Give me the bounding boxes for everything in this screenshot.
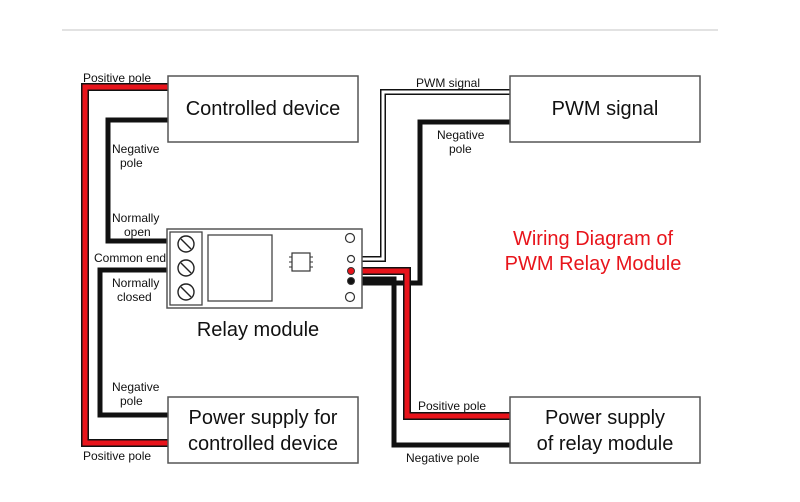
label-normally-closed-1: Normally <box>112 276 159 290</box>
label-negative-pole-pwm-1: Negative <box>437 128 485 142</box>
label-normally-closed-2: closed <box>117 290 152 304</box>
wire-signal <box>357 89 510 262</box>
wire-negative-relay <box>357 276 510 448</box>
box-power-relay-line2: of relay module <box>537 433 674 455</box>
chip-icon <box>289 252 313 272</box>
label-negative-pole-relay: Negative pole <box>406 451 480 465</box>
wire-positive-left <box>81 83 168 447</box>
box-power-controlled-device: Power supply for controlled device <box>167 396 359 464</box>
screw-terminal-bottom <box>177 283 195 301</box>
mounting-hole-bottom <box>344 291 356 303</box>
label-normally-open-1: Normally <box>112 211 159 225</box>
label-negative-pole-bottom-2: pole <box>120 394 143 408</box>
diagram-title-line2: PWM Relay Module <box>505 253 682 275</box>
relay-component <box>207 234 273 302</box>
relay-module-label: Relay module <box>197 319 319 341</box>
wire-positive-relay <box>357 267 510 420</box>
box-power-relay-line1: Power supply <box>545 407 665 429</box>
label-positive-pole-relay: Positive pole <box>418 399 486 413</box>
label-negative-pole-top-1: Negative <box>112 142 160 156</box>
wire-negative-pwm <box>357 119 510 286</box>
pin-negative <box>347 277 355 285</box>
label-negative-pole-bottom-1: Negative <box>112 380 160 394</box>
label-pwm-signal-wire: PWM signal <box>416 76 480 90</box>
screw-terminal-middle <box>177 259 195 277</box>
box-controlled-device-text: Controlled device <box>186 98 341 120</box>
label-common-end: Common end <box>94 251 166 265</box>
wire-negative-top-left <box>105 117 172 244</box>
box-pwm-signal-text: PWM signal <box>552 98 659 120</box>
relay-module-board <box>166 228 363 309</box>
wire-negative-bottom-left <box>97 267 172 418</box>
diagram-title-line1: Wiring Diagram of <box>513 228 673 250</box>
mounting-hole-top <box>344 232 356 244</box>
label-negative-pole-pwm-2: pole <box>449 142 472 156</box>
box-power-controlled-line1: Power supply for <box>189 407 338 429</box>
label-positive-pole-top: Positive pole <box>83 71 151 85</box>
pin-positive <box>347 267 355 275</box>
box-power-controlled-line2: controlled device <box>188 433 338 455</box>
label-positive-pole-bottom: Positive pole <box>83 449 151 463</box>
pin-signal <box>346 254 356 264</box>
label-negative-pole-top-2: pole <box>120 156 143 170</box>
box-pwm-signal: PWM signal <box>509 75 701 143</box>
screw-terminal-top <box>177 235 195 253</box>
box-controlled-device: Controlled device <box>167 75 359 143</box>
label-normally-open-2: open <box>124 225 151 239</box>
box-power-relay-module: Power supply of relay module <box>509 396 701 464</box>
